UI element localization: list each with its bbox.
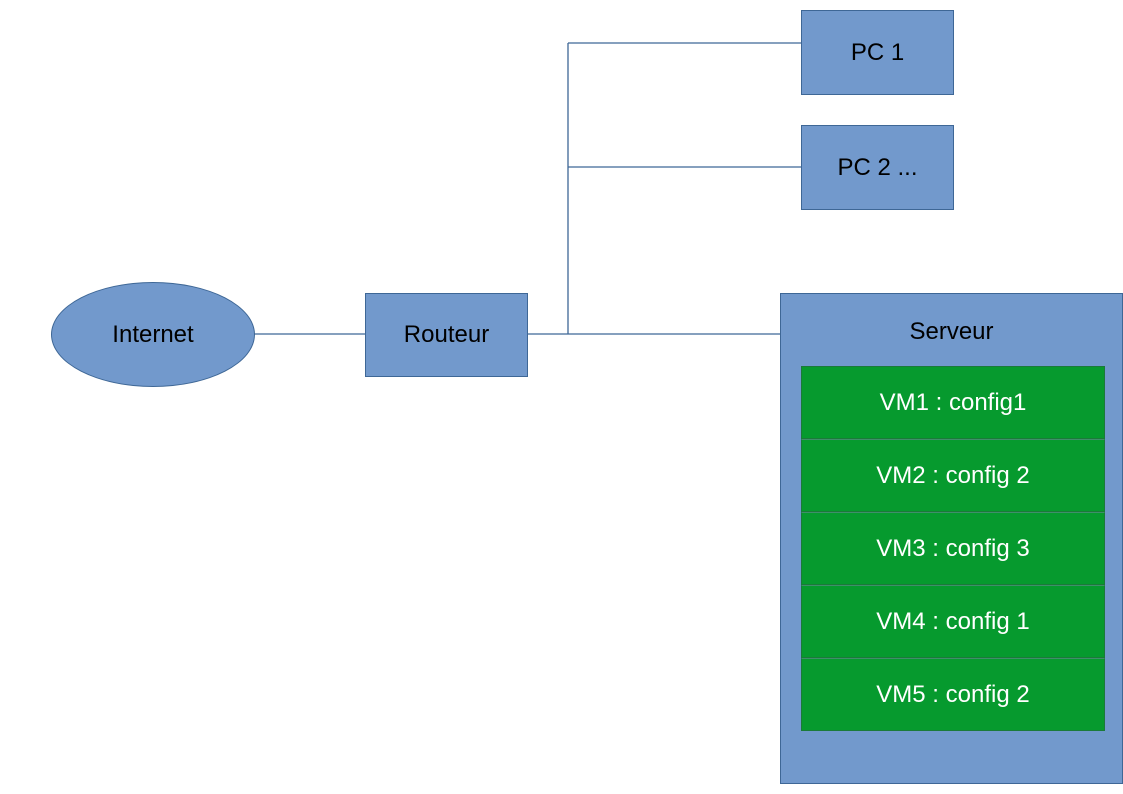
vm-4: VM4 : config 1 xyxy=(801,585,1105,658)
internet-label: Internet xyxy=(112,320,194,348)
internet-node: Internet xyxy=(51,282,255,387)
pc1-node: PC 1 xyxy=(801,10,954,95)
pc1-label: PC 1 xyxy=(850,38,905,66)
server-node: Serveur VM1 : config1 VM2 : config 2 VM3… xyxy=(780,293,1123,784)
router-label: Routeur xyxy=(403,321,490,348)
vm-5: VM5 : config 2 xyxy=(801,658,1105,731)
vm-2: VM2 : config 2 xyxy=(801,439,1105,512)
vm-1: VM1 : config1 xyxy=(801,366,1105,439)
router-node: Routeur xyxy=(365,293,528,377)
vm-3: VM3 : config 3 xyxy=(801,512,1105,585)
pc2-node: PC 2 ... xyxy=(801,125,954,210)
server-label: Serveur xyxy=(909,318,994,345)
pc2-label: PC 2 ... xyxy=(837,153,918,181)
vm-list: VM1 : config1 VM2 : config 2 VM3 : confi… xyxy=(801,366,1105,731)
